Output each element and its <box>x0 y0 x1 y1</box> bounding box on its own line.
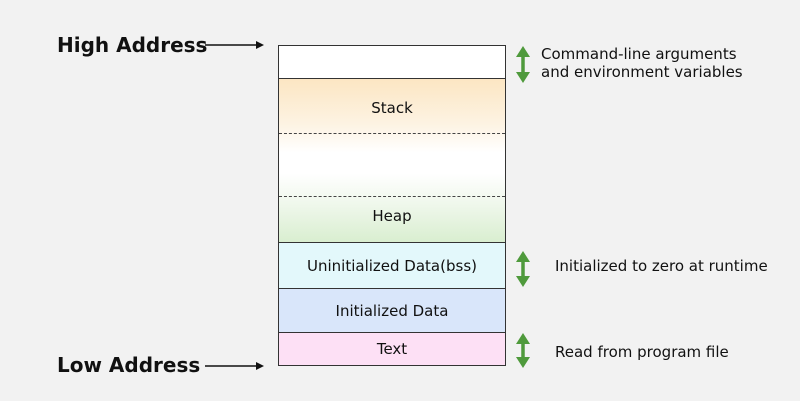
cmd-args-annotation-line-2: and environment variables <box>541 63 743 81</box>
text-annotation: Read from program file <box>555 343 729 361</box>
bss-segment: Uninitialized Data(bss) <box>279 243 505 289</box>
cmd-args-segment <box>279 46 505 79</box>
cmd-args-annotation-line-1: Command-line arguments <box>541 45 737 63</box>
bss-annotation: Initialized to zero at runtime <box>555 257 768 275</box>
memory-layout-diagram: Stack Heap Uninitialized Data(bss) Initi… <box>278 45 506 366</box>
stack-label: Stack <box>371 99 413 117</box>
cmd-args-range-arrow-icon <box>516 46 530 83</box>
high-address-label: High Address <box>57 33 208 57</box>
bss-range-arrow-icon <box>516 251 530 287</box>
low-address-label: Low Address <box>57 353 201 377</box>
stack-boundary-line <box>279 133 505 134</box>
text-range-arrow-icon <box>516 333 530 368</box>
heap-boundary-line <box>279 196 505 197</box>
cmd-args-annotation: Command-line arguments and environment v… <box>541 45 743 81</box>
text-segment: Text <box>279 333 505 365</box>
initialized-data-segment: Initialized Data <box>279 289 505 333</box>
stack-heap-segment: Stack Heap <box>279 79 505 243</box>
heap-label: Heap <box>372 207 412 225</box>
